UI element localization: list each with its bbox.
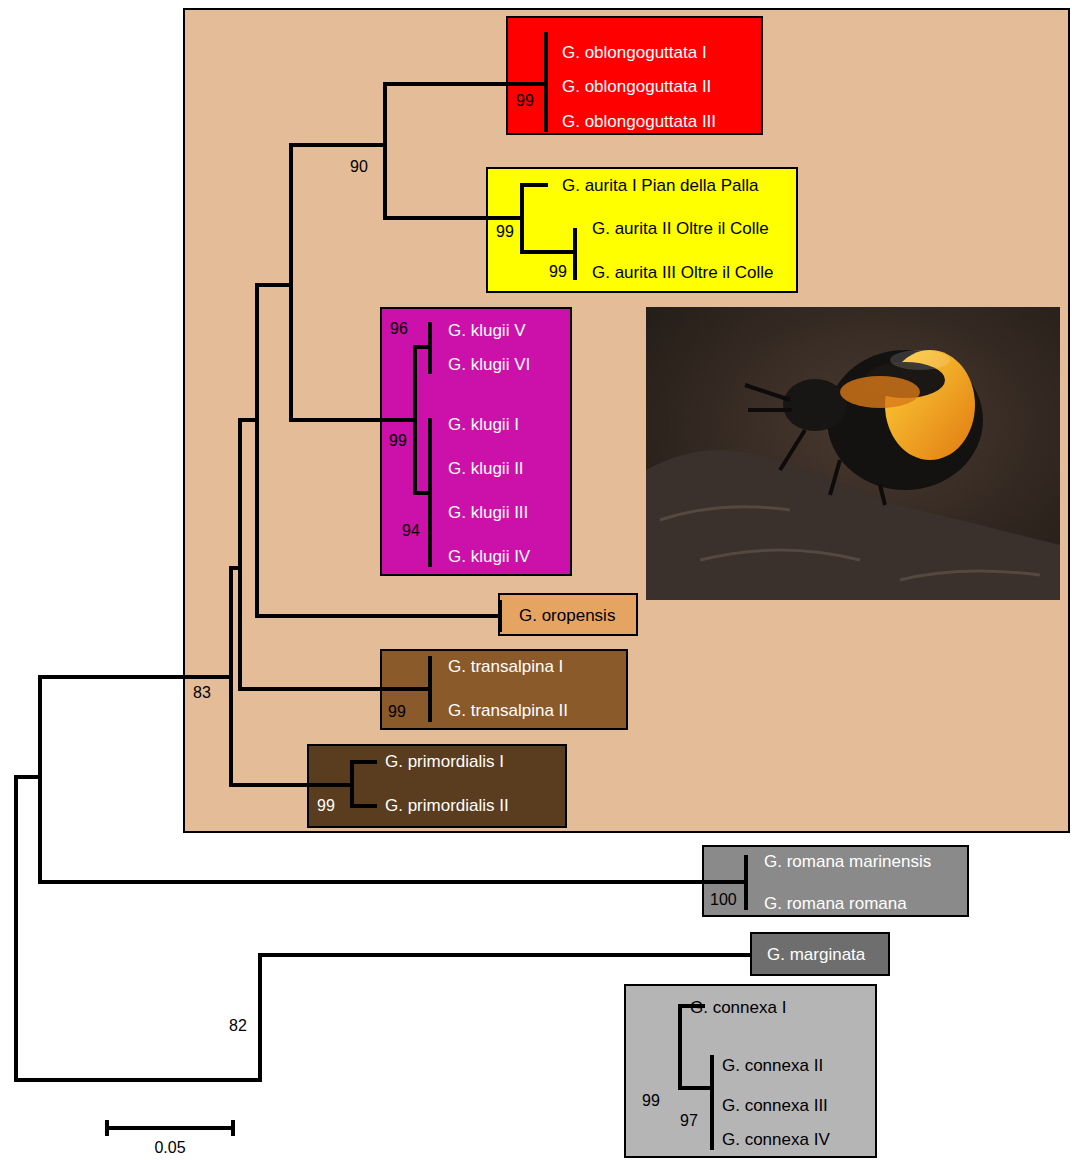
- clade-box: G. aurita I Pian della Palla G. aurita II…: [486, 167, 798, 293]
- clade-box: G. primordialis I G. primordialis II 99: [307, 744, 567, 828]
- bootstrap-value: 83: [193, 684, 211, 702]
- branch-line: [428, 322, 432, 374]
- taxon-name: G. romana romana: [764, 894, 907, 914]
- branch-line: [255, 614, 500, 618]
- clade-box: G. oblongoguttata I G. oblongoguttata II G…: [506, 16, 763, 135]
- taxon-name: G. aurita I Pian della Palla: [562, 176, 759, 196]
- bootstrap-value: 90: [350, 158, 368, 176]
- bootstrap-value: 100: [710, 891, 737, 909]
- branch-line: [14, 775, 18, 1082]
- branch-line: [413, 345, 430, 349]
- taxon-name: G. oropensis: [519, 606, 615, 626]
- bootstrap-value: 99: [516, 92, 534, 110]
- branch-line: [428, 656, 432, 722]
- taxon-name: G. transalpina I: [448, 657, 563, 677]
- branch-line: [520, 250, 575, 254]
- branch-line: [238, 418, 242, 691]
- bootstrap-value: 82: [229, 1017, 247, 1035]
- branch-line: [350, 760, 354, 808]
- branch-line: [383, 82, 546, 86]
- branch-line: [289, 143, 293, 422]
- taxon-name: G. connexa III: [722, 1096, 828, 1116]
- bootstrap-value: 99: [389, 432, 407, 450]
- scale-label: 0.05: [154, 1139, 185, 1157]
- clade-box: G. klugii V G. klugii VI G. klugii I G. klu…: [380, 307, 572, 576]
- taxon-name: G. primordialis I: [385, 752, 504, 772]
- branch-line: [38, 880, 746, 884]
- branch-line: [255, 283, 259, 618]
- bootstrap-value: 99: [549, 263, 567, 281]
- taxon-name: G. aurita III Oltre il Colle: [592, 263, 773, 283]
- taxon-name: G. romana marinensis: [764, 852, 931, 872]
- taxon-name: G. oblongoguttata III: [562, 112, 716, 132]
- taxon-name: G. aurita II Oltre il Colle: [592, 219, 769, 239]
- branch-line: [289, 143, 385, 147]
- bootstrap-value: 96: [390, 320, 408, 338]
- branch-line: [105, 1120, 109, 1136]
- branch-line: [678, 1004, 705, 1008]
- branch-line: [573, 228, 577, 280]
- taxon-name: G. transalpina II: [448, 701, 568, 721]
- branch-line: [520, 183, 524, 254]
- taxon-name: G. connexa II: [722, 1056, 823, 1076]
- beetle-photo: [646, 307, 1060, 600]
- branch-line: [678, 1086, 712, 1090]
- branch-line: [289, 418, 415, 422]
- bootstrap-value: 97: [680, 1112, 698, 1130]
- bootstrap-value: 99: [317, 797, 335, 815]
- branch-line: [229, 566, 240, 570]
- branch-line: [428, 418, 432, 567]
- branch-line: [710, 1055, 714, 1150]
- branch-line: [498, 600, 502, 632]
- taxon-name: G. klugii II: [448, 459, 524, 479]
- taxon-name: G. connexa I: [690, 998, 786, 1018]
- clade-box: G. marginata: [750, 932, 890, 976]
- taxon-name: G. klugii V: [448, 321, 525, 341]
- branch-line: [231, 1120, 235, 1136]
- bootstrap-value: 94: [402, 522, 420, 540]
- taxon-name: G. oblongoguttata I: [562, 43, 707, 63]
- branch-line: [38, 675, 231, 679]
- taxon-name: G. klugii IV: [448, 547, 530, 567]
- branch-line: [229, 783, 352, 787]
- taxon-name: G. klugii I: [448, 415, 519, 435]
- taxon-name: G. oblongoguttata II: [562, 77, 711, 97]
- taxon-name: G. primordialis II: [385, 796, 509, 816]
- branch-line: [14, 775, 40, 779]
- clade-box: G. romana marinensis G. romana romana 100: [702, 845, 969, 917]
- taxon-name: G. klugii VI: [448, 355, 530, 375]
- branch-line: [383, 216, 522, 220]
- branch-line: [744, 855, 748, 910]
- branch-line: [544, 32, 548, 132]
- clade-box: G. oropensis: [498, 593, 638, 636]
- branch-line: [678, 1004, 682, 1090]
- branch-line: [255, 283, 291, 287]
- branch-line: [229, 566, 233, 787]
- bootstrap-value: 99: [388, 703, 406, 721]
- taxon-name: G. klugii III: [448, 503, 528, 523]
- branch-line: [520, 183, 548, 187]
- bootstrap-value: 99: [642, 1092, 660, 1110]
- branch-line: [107, 1126, 233, 1130]
- clade-box: G. transalpina I G. transalpina II 99: [380, 649, 628, 730]
- branch-line: [238, 687, 430, 691]
- branch-line: [350, 760, 377, 764]
- branch-line: [413, 345, 417, 495]
- branch-line: [258, 953, 262, 1082]
- taxon-name: G. marginata: [767, 945, 865, 965]
- ingroup-region: [184, 9, 1069, 832]
- taxon-name: G. connexa IV: [722, 1130, 830, 1150]
- branch-line: [14, 1078, 262, 1082]
- branch-line: [413, 491, 430, 495]
- branch-line: [350, 804, 377, 808]
- bootstrap-value: 99: [496, 223, 514, 241]
- clade-box: G. connexa I G. connexa II G. connexa III G…: [624, 984, 877, 1158]
- branch-line: [258, 953, 750, 957]
- branch-line: [383, 82, 387, 220]
- branch-line: [238, 418, 257, 422]
- branch-line: [38, 675, 42, 884]
